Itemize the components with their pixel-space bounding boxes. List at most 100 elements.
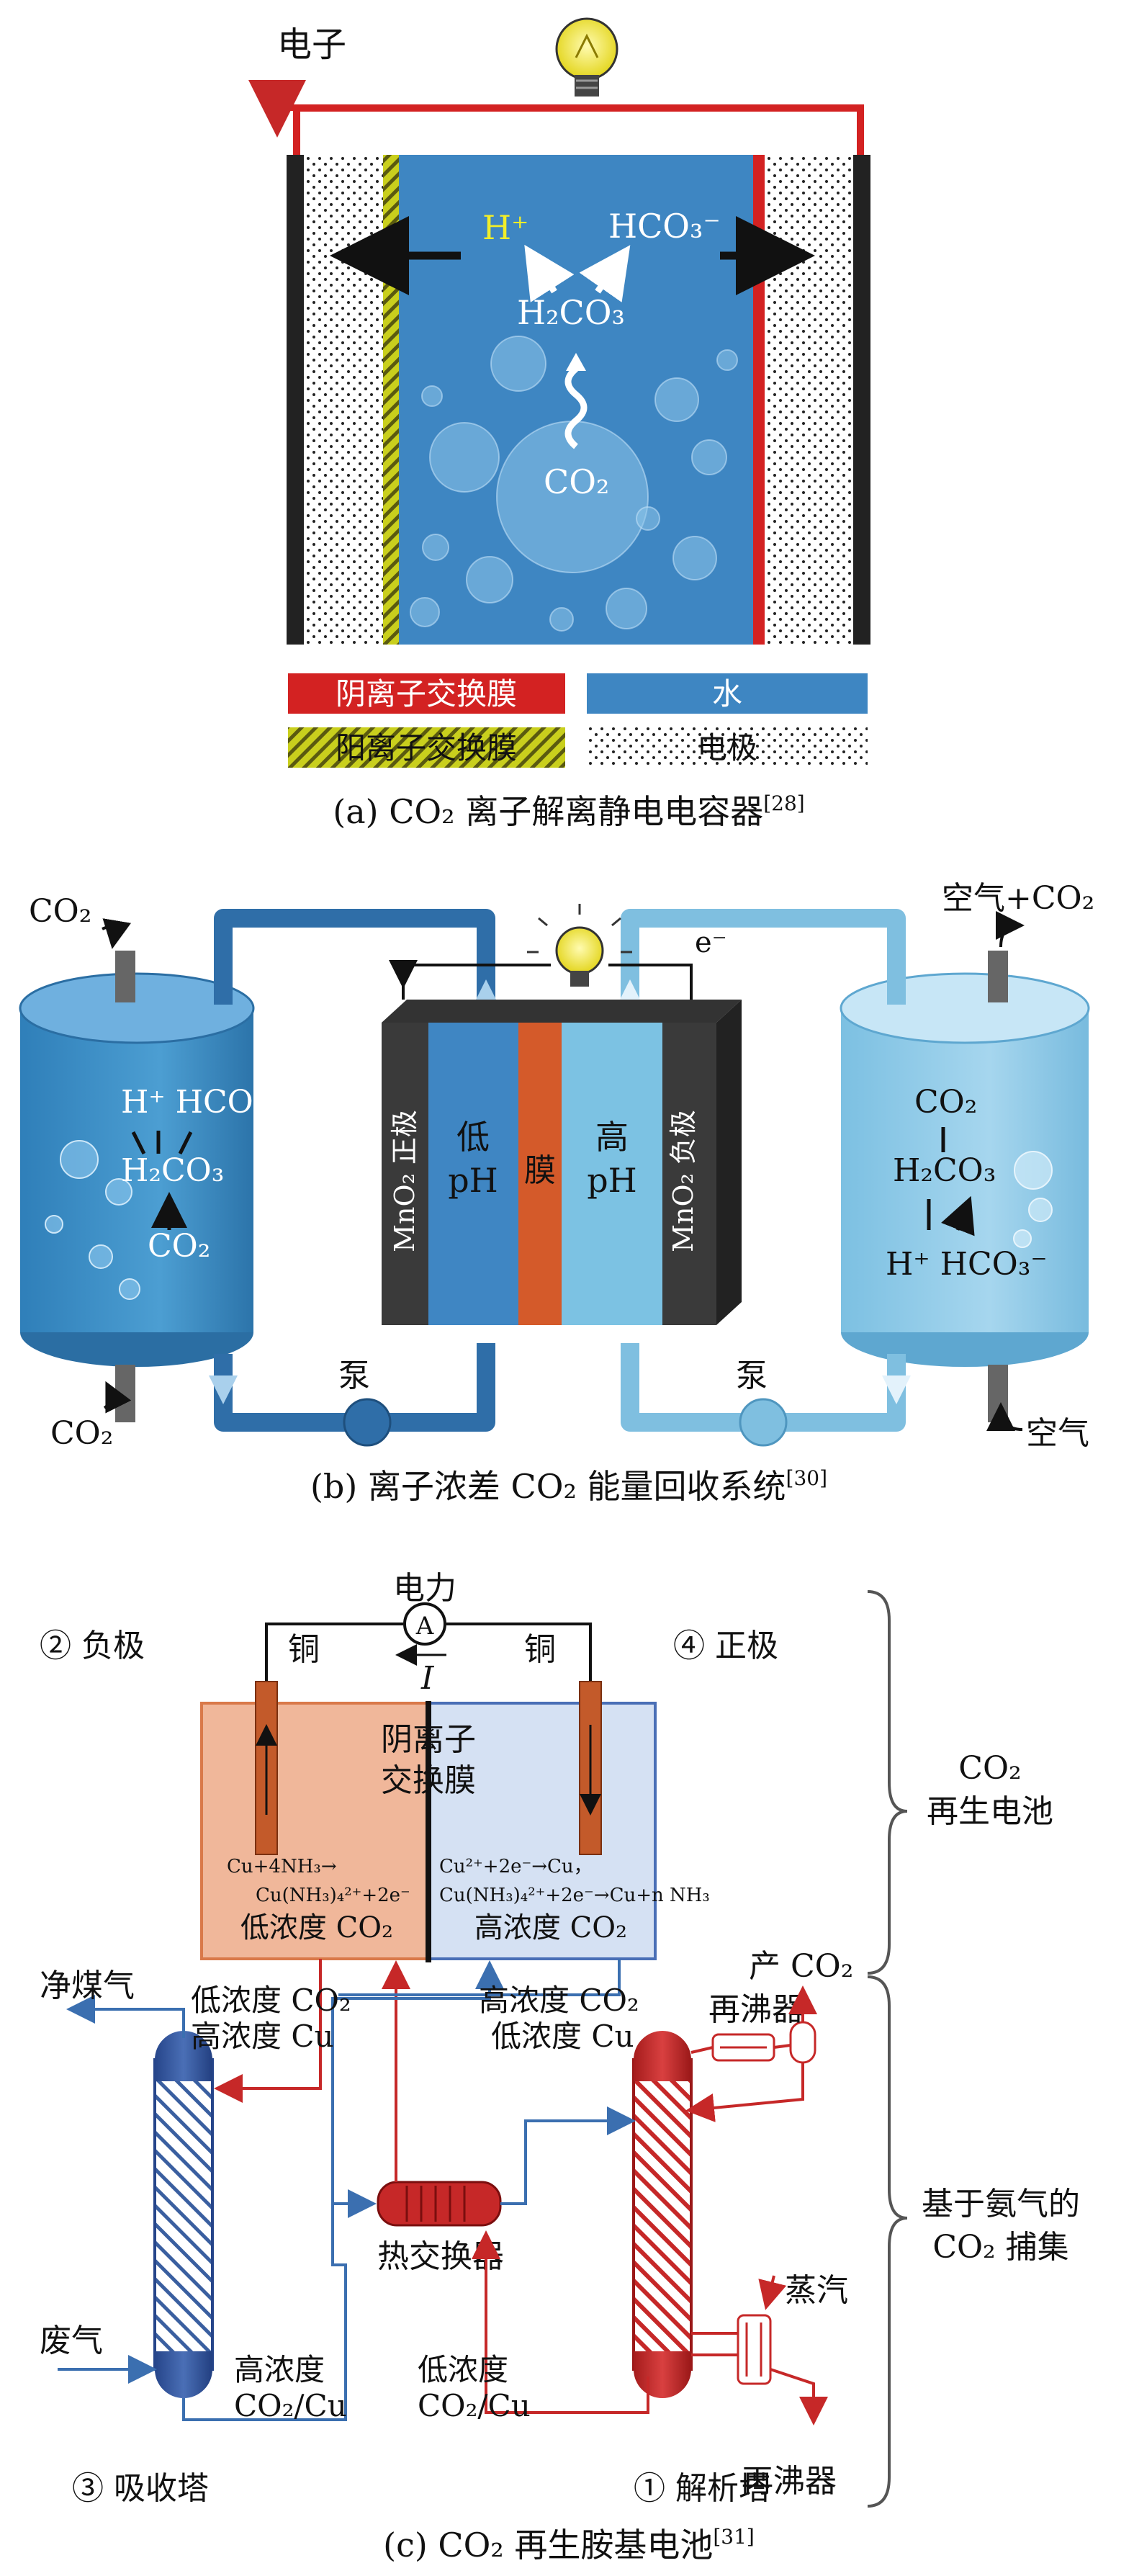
cell-left-electrode-label: MnO₂ 正极 bbox=[389, 1110, 420, 1252]
absorber-label: ③ 吸收塔 bbox=[72, 2470, 209, 2507]
low-co2-high-cu-2: 高浓度 Cu bbox=[191, 2019, 334, 2054]
electrode-region-right bbox=[765, 155, 853, 645]
capture-label-2: CO₂ 捕集 bbox=[932, 2229, 1068, 2266]
legend-electrode-label: 电极 bbox=[697, 730, 757, 766]
legend-swatch-electrode bbox=[587, 727, 868, 768]
left-tank-line2: H₂CO₃ bbox=[121, 1152, 224, 1189]
brace-capture bbox=[867, 1975, 908, 2508]
absorber-tower bbox=[153, 2031, 214, 2398]
neg-label: ② 负极 bbox=[40, 1628, 145, 1664]
arrow-to-hplus bbox=[524, 244, 575, 302]
membrane-label-2: 交换膜 bbox=[381, 1762, 476, 1799]
left-rxn-2: Cu(NH₃)₄²⁺+2e⁻ bbox=[256, 1885, 410, 1906]
right-bottom-label: 空气 bbox=[1026, 1415, 1089, 1452]
current-label: I bbox=[420, 1660, 435, 1697]
copper-left-label: 铜 bbox=[288, 1631, 320, 1668]
electron-label: 电子 bbox=[277, 24, 346, 65]
heat-exchanger-icon bbox=[377, 2181, 502, 2227]
left-conc: 低浓度 CO₂ bbox=[240, 1911, 393, 1944]
reboiler-top-icon bbox=[711, 2021, 816, 2064]
cell-high-ph-label: pH bbox=[587, 1161, 637, 1200]
right-tank-line3: H⁺ HCO₃⁻ bbox=[886, 1246, 1048, 1283]
high-co2-low-cu-1: 高浓度 CO₂ bbox=[479, 1983, 639, 2018]
power-label: 电力 bbox=[393, 1570, 456, 1607]
red-flows bbox=[214, 1959, 828, 2425]
steam-label: 蒸汽 bbox=[785, 2272, 848, 2309]
copper-right-label: 铜 bbox=[524, 1631, 556, 1668]
caption-a: (a) CO₂ 离子解离静电电容器[28] bbox=[333, 791, 804, 831]
cell-high-label: 高 bbox=[595, 1118, 629, 1157]
left-electrode-plate bbox=[287, 155, 304, 645]
wavy-arrow bbox=[564, 366, 588, 449]
bottom-left-1: 高浓度 bbox=[234, 2352, 325, 2387]
left-tank: H⁺ HCO₃⁻ H₂CO₃ CO₂ bbox=[19, 951, 283, 1422]
panel-a: 电子 bbox=[248, 17, 870, 831]
left-tank-line3: CO₂ bbox=[148, 1228, 210, 1265]
electrode-region-left bbox=[304, 155, 383, 645]
right-tank-bottom-pipe bbox=[988, 1365, 1008, 1422]
right-rxn-1: Cu²⁺+2e⁻→Cu， bbox=[439, 1856, 593, 1877]
pump-right-icon bbox=[739, 1398, 788, 1447]
lightbulb-icon bbox=[555, 17, 618, 97]
pump-left-icon bbox=[343, 1398, 392, 1447]
reboiler-bottom-label: 再沸器 bbox=[742, 2463, 837, 2500]
hco3-label: HCO₃⁻ bbox=[608, 207, 721, 246]
waste-gas-label: 废气 bbox=[40, 2323, 103, 2359]
right-rxn-2: Cu(NH₃)₄²⁺+2e⁻→Cu+n NH₃ bbox=[439, 1885, 710, 1906]
hplus-label: H⁺ bbox=[482, 208, 528, 247]
reboiler-bottom-icon bbox=[737, 2314, 772, 2385]
cell-low-ph bbox=[428, 1023, 518, 1325]
bubbles bbox=[410, 336, 738, 632]
right-conc: 高浓度 CO₂ bbox=[474, 1911, 627, 1944]
battery-right-chamber bbox=[427, 1702, 657, 1960]
legend-swatch-yellow bbox=[288, 727, 565, 768]
pump-left-label: 泵 bbox=[338, 1357, 370, 1394]
legend-swatch-red bbox=[288, 673, 565, 714]
cell-circuit bbox=[402, 964, 693, 1000]
left-top-co2: CO₂ bbox=[29, 893, 91, 930]
capture-label-1: 基于氨气的 bbox=[922, 2186, 1080, 2222]
clean-gas-label: 净煤气 bbox=[40, 1967, 135, 2004]
caption-b: (b) 离子浓差 CO₂ 能量回收系统[30] bbox=[310, 1466, 827, 1506]
reboiler-top-label: 再沸器 bbox=[708, 1991, 804, 2028]
stripper-tower bbox=[632, 2031, 693, 2398]
electron-arrow bbox=[248, 80, 306, 138]
battery-label-1: CO₂ bbox=[958, 1750, 1021, 1787]
cell-low-label: 低 bbox=[456, 1118, 490, 1157]
legend-yellow-label: 阳离子交换膜 bbox=[336, 730, 517, 766]
cell-membrane bbox=[518, 1023, 562, 1325]
cell-high-ph bbox=[562, 1023, 662, 1325]
legend-red-label: 阴离子交换膜 bbox=[336, 676, 517, 712]
right-top-label: 空气+CO₂ bbox=[942, 880, 1094, 917]
right-tank-top-pipe bbox=[988, 951, 1008, 1002]
high-co2-low-cu-2: 低浓度 Cu bbox=[491, 2019, 634, 2054]
pump-right-label: 泵 bbox=[736, 1357, 768, 1394]
left-bottom-co2: CO₂ bbox=[50, 1415, 113, 1452]
co2-label: CO₂ bbox=[544, 462, 609, 501]
right-electrode-plate bbox=[853, 155, 870, 645]
cation-membrane bbox=[383, 155, 399, 645]
left-tank-top-pipe bbox=[115, 951, 135, 1002]
pos-label: ④ 正极 bbox=[673, 1628, 778, 1664]
bottom-mid-1: 低浓度 bbox=[418, 2352, 508, 2387]
legend-water-label: 水 bbox=[712, 676, 742, 712]
anion-membrane bbox=[753, 155, 765, 645]
bottom-left-2: CO₂/Cu bbox=[234, 2388, 347, 2423]
legend-swatch-water bbox=[587, 673, 868, 714]
arrow-to-hco3 bbox=[579, 245, 631, 302]
ammeter-label: A bbox=[415, 1612, 434, 1641]
left-rxn-1: Cu+4NH₃→ bbox=[227, 1856, 337, 1877]
battery-label-2: 再生电池 bbox=[927, 1793, 1053, 1830]
power-circuit bbox=[265, 1623, 592, 1682]
right-tank-line1: CO₂ bbox=[914, 1084, 977, 1121]
ammeter-icon bbox=[403, 1602, 446, 1646]
low-co2-high-cu-1: 低浓度 CO₂ bbox=[191, 1983, 351, 2018]
electron-b-label: e⁻ bbox=[695, 926, 727, 959]
cell-low-ph-label: pH bbox=[448, 1161, 498, 1200]
membrane-label-1: 阴离子 bbox=[381, 1721, 476, 1758]
ion-cell: MnO₂ 正极 低 pH 膜 高 pH MnO₂ 负极 bbox=[382, 1000, 742, 1325]
cell-membrane-label: 膜 bbox=[524, 1152, 556, 1189]
legend: 阴离子交换膜 水 阳离子交换膜 电极 bbox=[288, 673, 868, 768]
cell-right-electrode-label: MnO₂ 负极 bbox=[667, 1110, 699, 1252]
